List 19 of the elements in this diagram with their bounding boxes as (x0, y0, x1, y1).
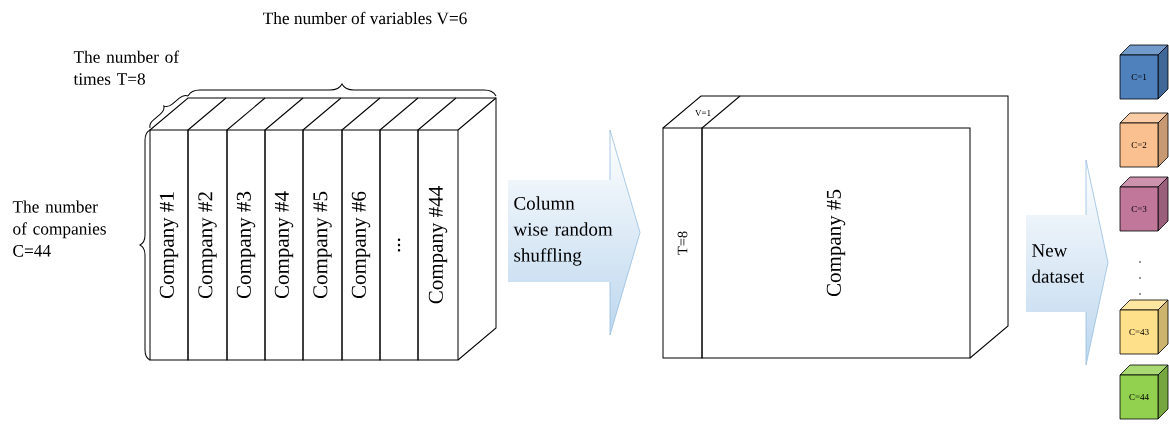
cube: C=44 (1119, 364, 1169, 420)
company-column: ... (379, 129, 419, 361)
cube: C=3 (1119, 176, 1169, 232)
time-column: T=8 (662, 127, 703, 359)
cube: C=43 (1119, 299, 1169, 355)
company-column: Company #1 (149, 129, 189, 361)
dimension-label: V=1 (695, 109, 711, 117)
axis-label: The number of variables V=6 (263, 11, 467, 25)
company-column: Company #3 (226, 129, 266, 361)
axis-label: The number of companies C=44 (12, 200, 106, 257)
cube: C=1 (1119, 44, 1169, 100)
company-column: Company #4 (264, 129, 304, 361)
company-block: Company #5 (701, 127, 971, 359)
company-column: Company #5 (302, 129, 343, 361)
axis-label: The number of times T=8 (73, 50, 180, 85)
company-column: Company #6 (341, 129, 381, 361)
cube: C=2 (1119, 112, 1169, 168)
company-column: Company #44 (417, 129, 459, 361)
company-column: Company #2 (187, 129, 228, 361)
